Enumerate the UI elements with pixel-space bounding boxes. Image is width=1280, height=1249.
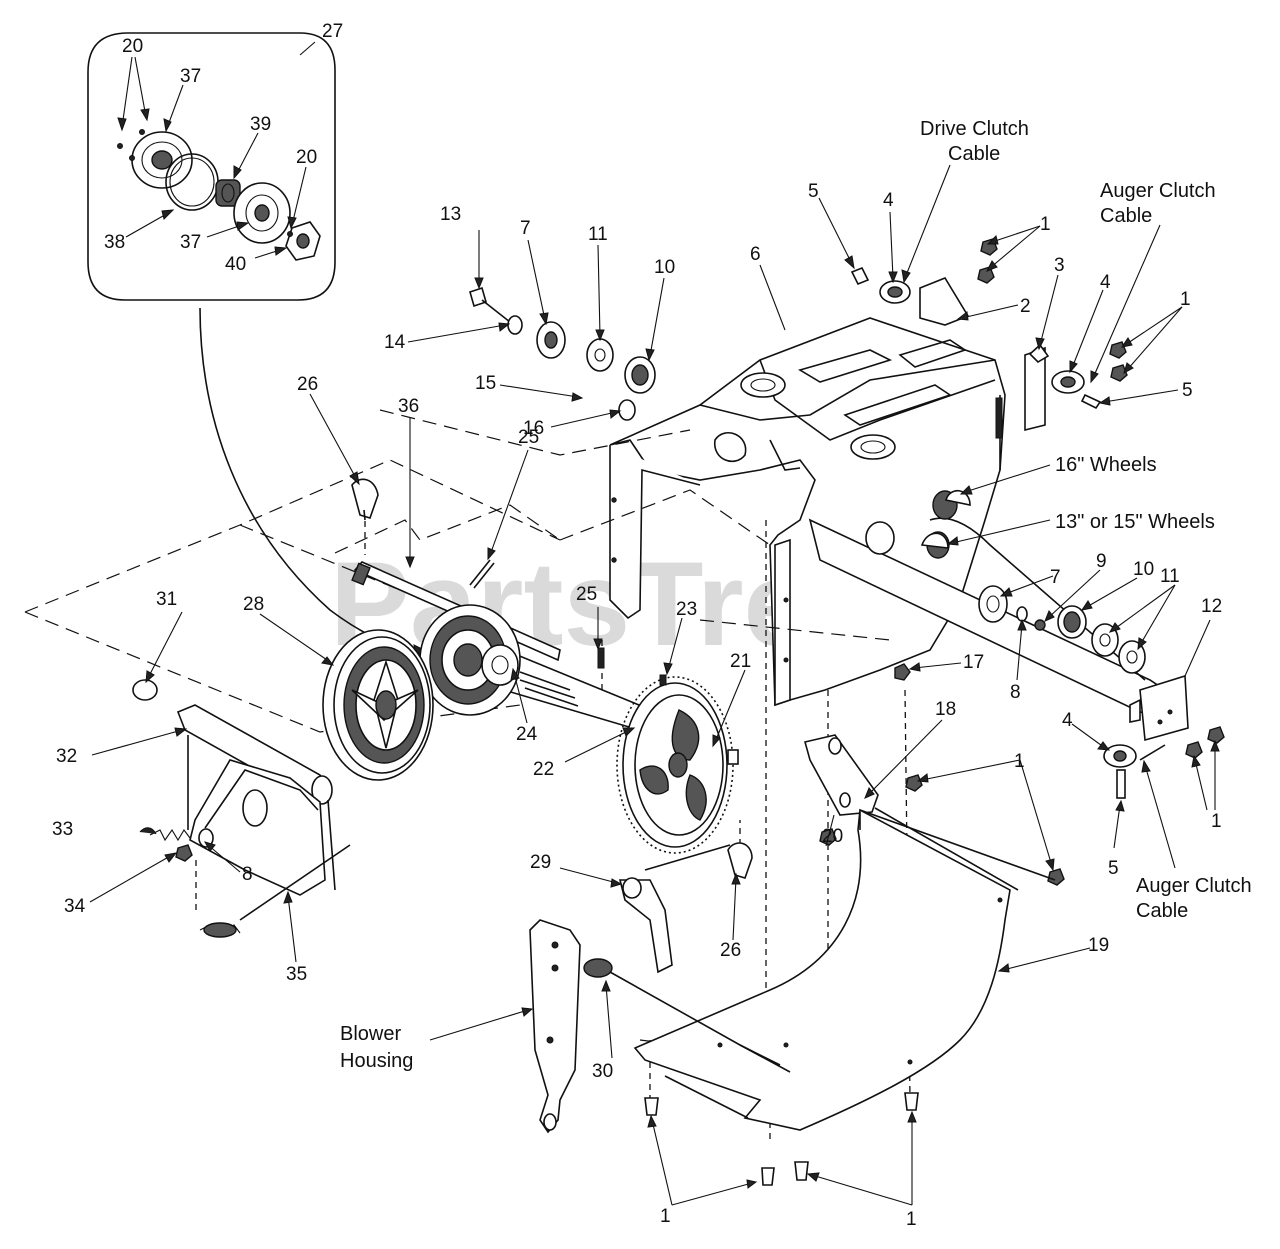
- callout-37: 37: [180, 66, 201, 87]
- label-auger-clutch-cable-bottom-1: Auger Clutch: [1136, 875, 1252, 897]
- callout-2: 2: [1020, 296, 1031, 317]
- callout-21: 21: [730, 651, 751, 672]
- callout-1: 1: [1211, 811, 1222, 832]
- callout-25: 25: [518, 427, 539, 448]
- callout-7: 7: [520, 218, 531, 239]
- callout-20: 20: [122, 36, 143, 57]
- callout-1: 1: [1014, 751, 1025, 772]
- callout-1: 1: [660, 1206, 671, 1227]
- label-drive-clutch-cable-1: Drive Clutch: [920, 118, 1029, 140]
- callout-20: 20: [296, 147, 317, 168]
- callout-33: 33: [52, 819, 73, 840]
- callout-39: 39: [250, 114, 271, 135]
- callout-27: 27: [322, 21, 343, 42]
- callout-1: 1: [906, 1209, 917, 1230]
- callout-25: 25: [576, 584, 597, 605]
- callout-20: 20: [822, 826, 843, 847]
- callout-24: 24: [516, 724, 538, 745]
- callout-8: 8: [242, 864, 253, 885]
- callout-38: 38: [104, 232, 125, 253]
- callout-11: 11: [588, 224, 608, 245]
- callout-10: 10: [1133, 559, 1154, 580]
- callout-5: 5: [1182, 380, 1193, 401]
- inset-detail-27: [87, 32, 430, 660]
- callout-13: 13: [440, 204, 461, 225]
- callout-26: 26: [297, 374, 318, 395]
- label-16-wheels: 16" Wheels: [1055, 454, 1157, 476]
- callout-1: 1: [1040, 214, 1051, 235]
- hex-flange-icon: [285, 221, 321, 261]
- hub-assembly-icon: [419, 604, 521, 716]
- callout-numbers: 20 27 37 39 20 38 37 40 13 7 11 10 6 5 4…: [52, 21, 1222, 1230]
- callout-32: 32: [56, 746, 77, 767]
- callout-18: 18: [935, 699, 956, 720]
- callout-40: 40: [225, 254, 246, 275]
- axle-assembly: [322, 559, 739, 854]
- text-labels: Drive Clutch Cable Auger Clutch Cable 16…: [340, 118, 1252, 1072]
- callout-35: 35: [286, 964, 307, 985]
- callout-14: 14: [384, 332, 406, 353]
- callout-8: 8: [1010, 682, 1021, 703]
- callout-10: 10: [654, 257, 675, 278]
- callout-36: 36: [398, 396, 419, 417]
- right-side-hardware: [850, 238, 1225, 799]
- label-auger-clutch-cable-top-2: Cable: [1100, 205, 1152, 227]
- callout-29: 29: [530, 852, 551, 873]
- callout-15: 15: [475, 373, 496, 394]
- callout-5: 5: [808, 181, 819, 202]
- left-side-hardware: [132, 286, 656, 938]
- leader-lines: [89, 164, 1220, 1206]
- callout-17: 17: [963, 652, 984, 673]
- lower-assembly: [529, 734, 1065, 1186]
- callout-22: 22: [533, 759, 554, 780]
- bearing-icon: [215, 179, 241, 207]
- callout-30: 30: [592, 1061, 613, 1082]
- label-blower-housing-2: Housing: [340, 1050, 413, 1072]
- callout-19: 19: [1088, 935, 1109, 956]
- callout-4: 4: [1100, 272, 1111, 293]
- bearing-flange-icon: [117, 129, 193, 189]
- callout-1: 1: [1180, 289, 1191, 310]
- callout-23: 23: [676, 599, 697, 620]
- callout-4: 4: [883, 190, 894, 211]
- callout-6: 6: [750, 244, 761, 265]
- callout-4: 4: [1062, 710, 1073, 731]
- callout-26: 26: [720, 940, 741, 961]
- callout-3: 3: [1054, 255, 1065, 276]
- callout-9: 9: [1096, 551, 1107, 572]
- label-drive-clutch-cable-2: Cable: [948, 143, 1000, 165]
- callout-31: 31: [156, 589, 177, 610]
- label-auger-clutch-cable-top-1: Auger Clutch: [1100, 180, 1216, 202]
- gear-icon: [616, 676, 739, 854]
- callout-11: 11: [1160, 566, 1180, 587]
- callout-5: 5: [1108, 858, 1119, 879]
- callout-12: 12: [1201, 596, 1222, 617]
- callout-34: 34: [64, 896, 86, 917]
- label-13-15-wheels: 13" or 15" Wheels: [1055, 511, 1215, 533]
- wheel-icon: [322, 629, 434, 781]
- callout-37: 37: [180, 232, 201, 253]
- callout-16: 16: [523, 418, 544, 439]
- label-blower-housing-1: Blower: [340, 1023, 401, 1045]
- bearing-flange-icon-2: [233, 182, 291, 244]
- label-auger-clutch-cable-bottom-2: Cable: [1136, 900, 1188, 922]
- callout-7: 7: [1050, 567, 1061, 588]
- callout-28: 28: [243, 594, 264, 615]
